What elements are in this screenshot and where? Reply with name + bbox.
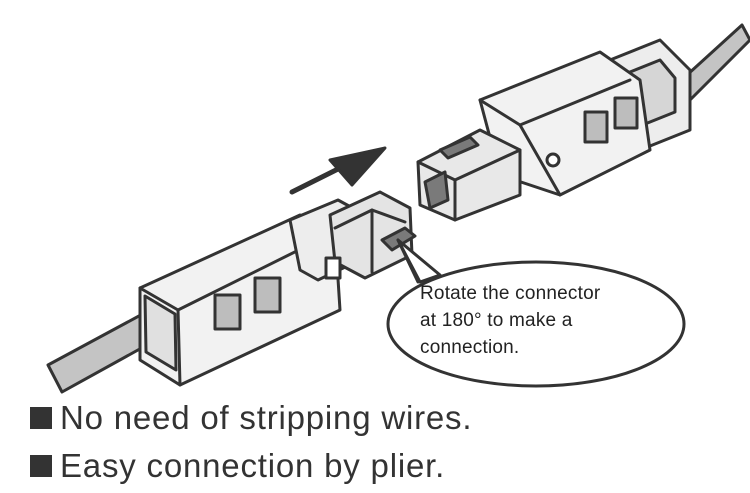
callout-bubble [386, 238, 686, 388]
feature-item: Easy connection by plier. [30, 444, 730, 488]
feature-list: No need of stripping wires. Easy connect… [30, 396, 730, 492]
square-bullet-icon [30, 455, 52, 477]
callout-line-3: connection. [420, 337, 520, 358]
left-connector [46, 190, 417, 394]
right-connector [416, 23, 750, 222]
direction-arrow [289, 146, 387, 195]
feature-text: Easy connection by plier. [60, 447, 446, 484]
callout-pointer [396, 238, 442, 284]
feature-item: No need of stripping wires. [30, 396, 730, 440]
callout-line-2: at 180° to make a [420, 310, 573, 331]
feature-text: No need of stripping wires. [60, 399, 473, 436]
square-bullet-icon [30, 407, 52, 429]
callout-text: Rotate the connector at 180° to make a c… [420, 280, 690, 361]
callout-line-1: Rotate the connector [420, 283, 601, 304]
